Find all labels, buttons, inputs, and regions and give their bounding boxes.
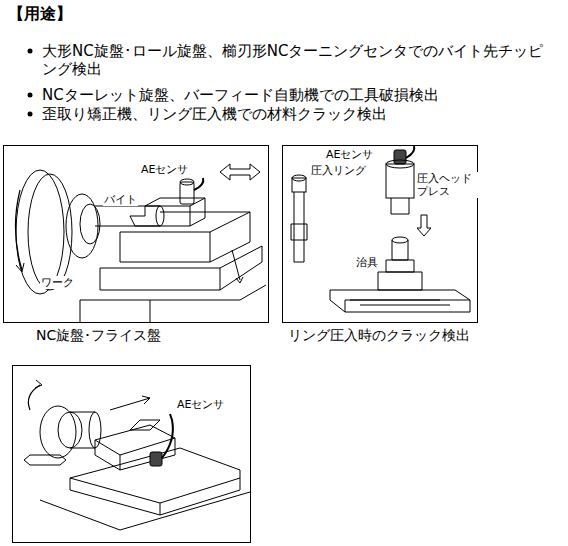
- part-label: ワーク: [40, 276, 75, 289]
- bullet-dots: [28, 49, 33, 117]
- part-label: AEセンサ: [325, 148, 374, 161]
- figure-caption: リング圧入時のクラック検出: [288, 327, 470, 344]
- ring-press-drawing: [291, 146, 470, 312]
- lathe-drawing: [15, 164, 266, 322]
- bullet-text: 大形NC旋盤･ロール旋盤、櫛刃形NCターニングセンタでのバイト先チッピング検出: [42, 42, 557, 78]
- bullet-text: NCターレット旋盤、バーフィード自動機での工具破損検出: [42, 86, 557, 104]
- bullet-text: 歪取り矯正機、リング圧入機での材料クラック検出: [42, 105, 557, 123]
- figure-caption: NC旋盤･フライス盤: [36, 327, 161, 344]
- part-label: AEセンサ: [140, 163, 189, 176]
- part-label: AEセンサ: [176, 398, 225, 411]
- figure-frame: [13, 366, 251, 543]
- part-label: 圧入リング: [310, 164, 367, 177]
- part-label: バイト: [103, 193, 138, 206]
- part-label: 治具: [355, 256, 379, 269]
- figure-frame: [4, 146, 269, 323]
- turret-lathe-drawing: [24, 380, 250, 530]
- section-heading: 【用途】: [8, 4, 72, 23]
- part-label: 圧入ヘッド プレス: [416, 172, 480, 198]
